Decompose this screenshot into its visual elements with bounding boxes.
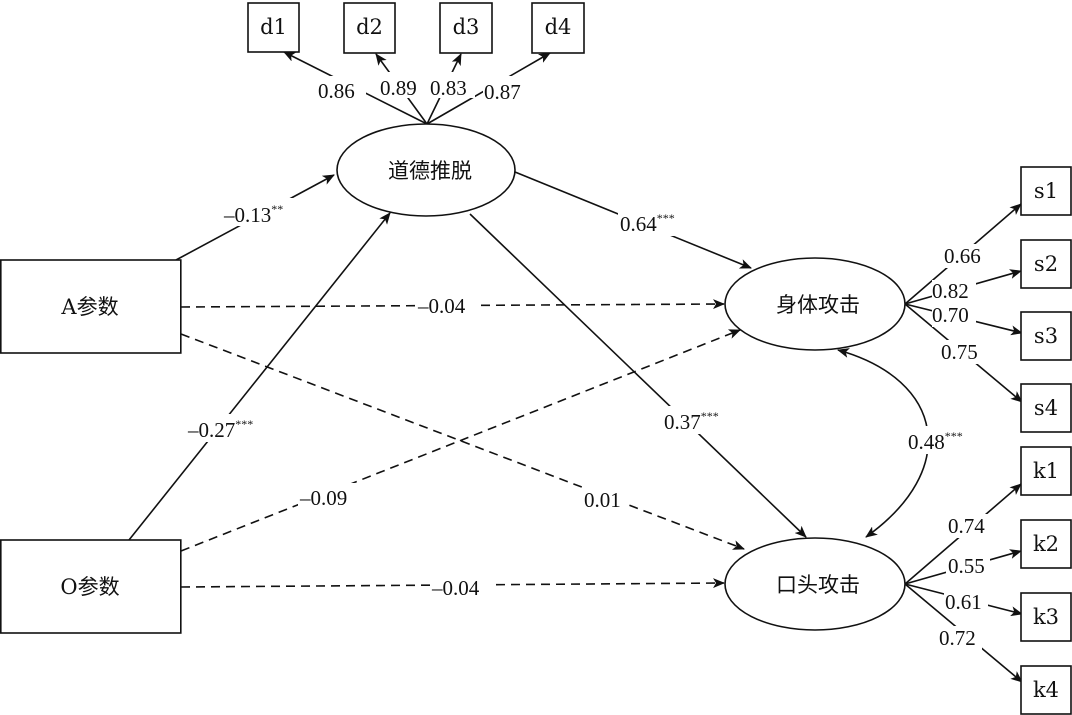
loading-label-s4: 0.75 [941,340,978,364]
indicator-k1: k1 [1020,446,1072,496]
latent-moral-disengagement: 道德推脱 [336,123,516,217]
loading-label-d2: 0.89 [380,76,417,100]
latent-verbal-aggression: 口头攻击 [724,537,906,631]
indicator-s3-label: s3 [1034,324,1058,348]
indicator-s3: s3 [1020,311,1072,361]
coef-label-a-pa: –0.04 [417,294,466,318]
coef-label-o-md: –0.27*** [187,417,253,442]
loading-label-d3: 0.83 [430,76,467,100]
indicator-s1: s1 [1020,166,1072,216]
coef-label-o-va: –0.04 [431,576,480,600]
loading-label-k4: 0.72 [939,626,976,650]
indicator-d2-label: d2 [356,15,383,39]
loading-label-d4: 0.87 [484,80,521,104]
coef-label-a-va: 0.01 [584,488,621,512]
path-o-to-md [128,212,391,541]
loading-label-k2: 0.55 [948,554,985,578]
indicator-k4: k4 [1020,665,1072,715]
indicator-k2: k2 [1020,519,1072,569]
loading-label-s1: 0.66 [944,244,981,268]
latent-verbal-aggression-label: 口头攻击 [776,573,860,597]
loading-label-s2: 0.82 [932,279,969,303]
indicator-s1-label: s1 [1034,179,1058,203]
indicator-d3-label: d3 [453,15,480,39]
indicator-d1: d1 [247,2,300,53]
node-a-param-label: A参数 [60,295,118,319]
loading-label-d1: 0.86 [318,79,355,103]
loading-label-s3: 0.70 [932,303,969,327]
loading-label-k1: 0.74 [948,514,985,538]
indicator-s2: s2 [1020,239,1072,289]
latent-physical-aggression-label: 身体攻击 [776,293,860,317]
path-o-to-pa [180,329,741,552]
latent-moral-disengagement-label: 道德推脱 [388,159,472,183]
node-a-param: A参数 [0,259,182,354]
coef-label-a-md: –0.13** [223,202,283,227]
indicator-k1-label: k1 [1033,459,1059,483]
path-a-to-va [180,333,745,550]
indicator-s2-label: s2 [1034,252,1058,276]
indicator-d2: d2 [343,2,396,54]
indicator-d1-label: d1 [260,15,287,39]
node-o-param: O参数 [0,539,182,634]
indicator-d4-label: d4 [545,15,572,39]
coef-label-md-va: 0.37*** [664,409,719,434]
path-md-to-va [469,213,807,538]
indicator-k3-label: k3 [1033,605,1059,629]
coef-label-covariance: 0.48*** [908,429,963,454]
loading-label-k3: 0.61 [945,590,982,614]
latent-physical-aggression: 身体攻击 [724,257,906,351]
indicator-k3: k3 [1020,592,1072,642]
indicator-k2-label: k2 [1033,532,1059,556]
indicator-d3: d3 [439,2,493,54]
coef-label-md-pa: 0.64*** [620,211,675,236]
indicator-s4: s4 [1020,383,1072,433]
indicator-k4-label: k4 [1033,678,1059,702]
node-o-param-label: O参数 [60,575,119,599]
coef-labels: 0.86 0.89 0.83 0.87 –0.13** 0.64*** –0.0… [186,72,990,650]
indicator-s4-label: s4 [1034,396,1058,420]
coef-label-o-pa: –0.09 [299,486,347,510]
indicator-d4: d4 [531,2,585,54]
